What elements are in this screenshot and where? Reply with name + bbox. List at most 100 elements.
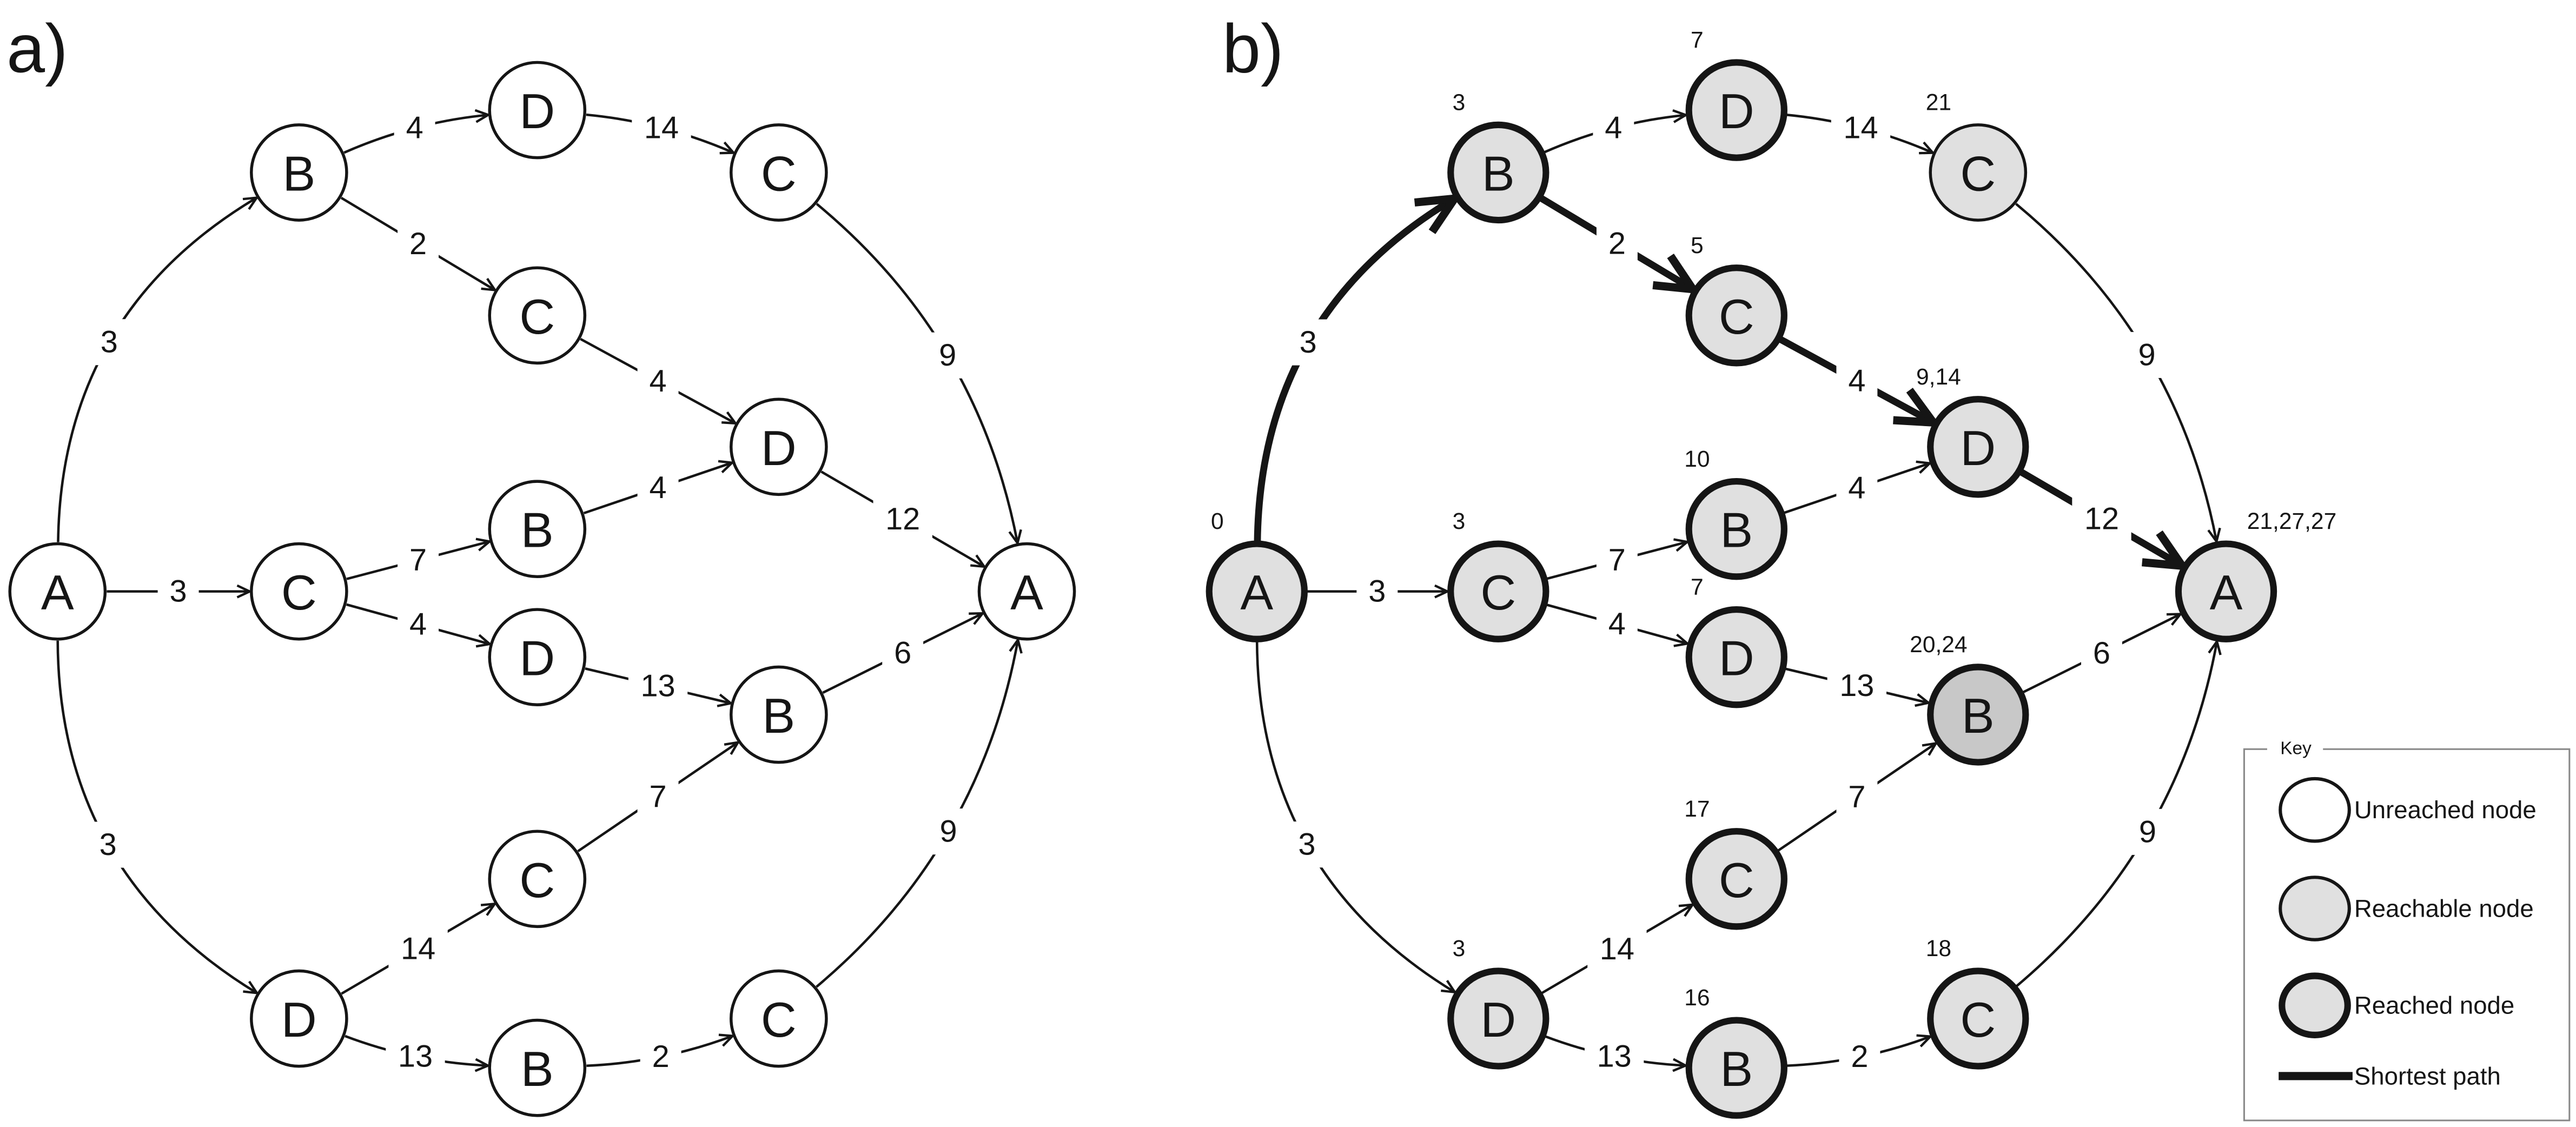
edge-weight-label: 3 xyxy=(1368,574,1386,609)
edge-weight-bg xyxy=(2081,630,2122,677)
graph-node-b: B 20,24 xyxy=(1910,632,2029,766)
edge-weight-label: 2 xyxy=(652,1039,670,1074)
node-letter: B xyxy=(1482,147,1515,202)
node-distance-label: 3 xyxy=(1453,509,1466,534)
edge xyxy=(2015,641,2217,988)
node-distance-label: 3 xyxy=(1453,936,1466,962)
node-distance-label: 21,27,27 xyxy=(2247,509,2336,534)
graph-node-c: C xyxy=(250,542,348,641)
node-circle xyxy=(488,480,587,579)
edge-weight-label: 13 xyxy=(398,1039,433,1074)
node-circle xyxy=(1685,828,1787,930)
graph-node-b: B xyxy=(730,665,828,764)
node-letter: C xyxy=(281,566,317,620)
graph-node-d: D9,14 xyxy=(1916,364,2029,498)
key-label-reached: Reached node xyxy=(2354,992,2514,1019)
node-letter: C xyxy=(1480,566,1516,620)
node-letter: C xyxy=(1719,290,1754,344)
node-distance-label: 0 xyxy=(1211,509,1224,534)
edge-weight-label: 4 xyxy=(409,607,427,641)
node-distance-label: 18 xyxy=(1926,936,1951,962)
edge-weight-bg xyxy=(637,465,679,511)
edge-weight-label: 3 xyxy=(100,827,117,862)
edge-weight-bg xyxy=(1585,1033,1644,1080)
edge-weight-bg xyxy=(928,808,969,855)
edge-weight-bg xyxy=(1839,1033,1880,1080)
node-letter: C xyxy=(1719,853,1754,908)
graph-node-b: B10 xyxy=(1684,447,1787,580)
edge-weight-label: 7 xyxy=(409,543,427,578)
panel-a-label: a) xyxy=(6,11,68,88)
edge-weight-bg xyxy=(1593,105,1634,151)
edge-weight-bg xyxy=(1596,221,1638,267)
edge xyxy=(816,203,1017,543)
graph-node-d: D xyxy=(730,397,828,496)
node-letter: A xyxy=(1010,566,1043,620)
graph-node-b: B16 xyxy=(1684,985,1787,1119)
node-letter: D xyxy=(281,993,317,1048)
edge-weight-label: 13 xyxy=(1597,1039,1632,1074)
edge-weight-bg xyxy=(157,568,199,615)
node-distance-label: 7 xyxy=(1691,28,1704,53)
edge-weight-bg xyxy=(632,104,691,151)
node-circle xyxy=(488,608,587,706)
graph-node-d: D xyxy=(488,608,587,706)
node-letter: C xyxy=(519,290,555,344)
edge-weight-label: 4 xyxy=(1848,363,1865,398)
edge-weight-bg xyxy=(927,332,969,379)
edge xyxy=(56,640,257,993)
node-letter: B xyxy=(521,503,554,558)
key-reachable-node-icon xyxy=(2279,876,2351,942)
node-circle xyxy=(1447,967,1549,1070)
edge-weight-label: 6 xyxy=(894,636,911,671)
graph-node-c: C xyxy=(488,830,587,929)
key-label-reachable: Reachable node xyxy=(2354,894,2534,922)
edge-weight-label: 12 xyxy=(2084,502,2119,536)
node-distance-label: 10 xyxy=(1684,447,1710,472)
edge-weight-label: 4 xyxy=(1605,111,1622,145)
key-title: Key xyxy=(2280,738,2312,758)
node-distance-label: 3 xyxy=(1453,90,1466,116)
edge-weight-label: 4 xyxy=(650,364,667,399)
node-distance-label: 20,24 xyxy=(1910,632,1967,658)
node-distance-label: 5 xyxy=(1691,233,1704,258)
edge xyxy=(1255,640,1455,992)
node-circle xyxy=(730,123,828,222)
node-letter: D xyxy=(1719,632,1754,686)
node-distance-label: 21 xyxy=(1926,90,1951,116)
node-letter: B xyxy=(1962,689,1995,744)
node-letter: C xyxy=(1960,993,1996,1048)
graph-node-c: C xyxy=(488,266,587,365)
node-letter: A xyxy=(2210,566,2243,620)
node-circle xyxy=(1927,396,2029,498)
node-letter: D xyxy=(519,632,555,686)
edge-weight-bg xyxy=(1596,601,1638,647)
node-letter: D xyxy=(1960,421,1996,476)
edge-weight-label: 4 xyxy=(406,111,423,145)
graph-node-d: D3 xyxy=(1447,936,1549,1070)
node-letter: C xyxy=(761,993,797,1048)
node-letter: D xyxy=(519,84,555,139)
node-distance-label: 16 xyxy=(1684,985,1710,1011)
node-circle xyxy=(250,969,348,1068)
node-circle xyxy=(250,123,348,222)
edge-weight-label: 4 xyxy=(650,470,667,505)
edge-weight-bg xyxy=(1827,662,1886,709)
node-circle xyxy=(730,969,828,1068)
node-circle xyxy=(488,266,587,365)
node-circle xyxy=(8,542,107,641)
edge-weight-bg xyxy=(398,537,439,584)
edge-weight-bg xyxy=(1596,537,1638,584)
node-circle xyxy=(1685,478,1787,580)
node-letter: B xyxy=(521,1042,554,1097)
edge-weight-label: 4 xyxy=(1848,470,1865,505)
node-circle xyxy=(488,61,587,160)
edge xyxy=(57,198,256,542)
edge-weight-label: 12 xyxy=(885,502,920,536)
edge xyxy=(2015,203,2217,541)
